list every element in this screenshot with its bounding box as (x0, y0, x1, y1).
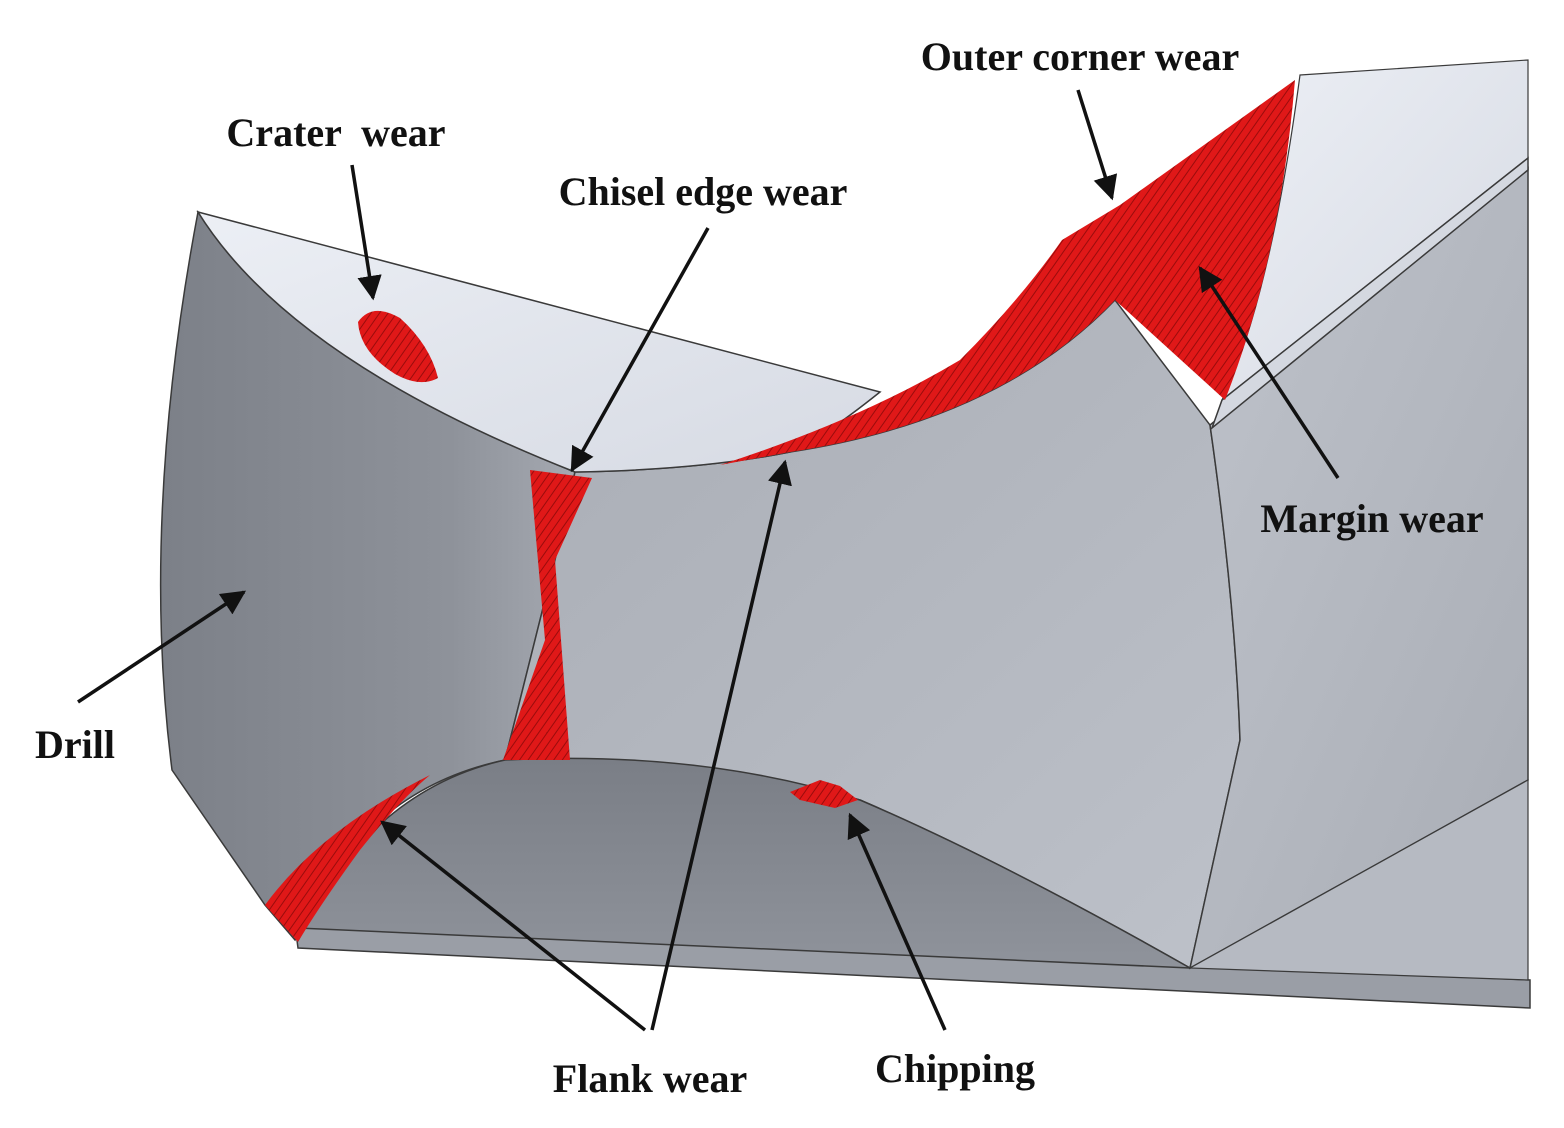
margin-wear-arrow (1198, 265, 1340, 479)
drill-label: Drill (35, 722, 115, 767)
lower-right-face (1187, 778, 1529, 981)
chisel-edge-wear-region (503, 470, 592, 760)
drill-arrow (77, 590, 247, 704)
crater-wear-region (358, 310, 438, 383)
margin-wear-label: Margin wear (1260, 496, 1483, 541)
chipping-label: Chipping (875, 1046, 1035, 1091)
chisel-edge-wear-label: Chisel edge wear (559, 169, 848, 214)
flank-wear-arrow-right (650, 459, 792, 1031)
outer-corner-wear-label: Outer corner wear (921, 34, 1239, 79)
right-flank-face (1188, 166, 1529, 970)
flank-wear-label: Flank wear (553, 1056, 747, 1101)
chisel-edge-wear-arrow (570, 227, 710, 473)
margin-strip (1210, 156, 1529, 431)
outer-corner-wear-arrow (1076, 89, 1118, 201)
outer-corner-wear-region (720, 80, 1295, 465)
flank-wear-region (265, 775, 430, 942)
crater-wear-arrow (350, 164, 382, 301)
chipping-region (790, 780, 858, 808)
crater-wear-label: Crater wear (226, 110, 445, 155)
chipping-arrow (847, 812, 947, 1031)
flank-wear-arrow-left (380, 820, 647, 1032)
bottom-flute-face (294, 757, 1191, 969)
